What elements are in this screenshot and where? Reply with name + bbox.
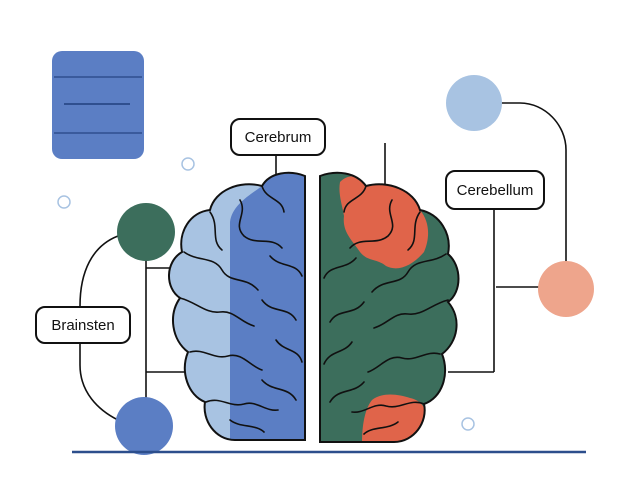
peach-marker-circle xyxy=(538,261,594,317)
decor-ring xyxy=(461,417,475,431)
decor-ring xyxy=(181,157,195,171)
note-card-icon xyxy=(52,51,144,159)
cerebellum-label: Cerebellum xyxy=(445,170,545,210)
brainstem-label: Brainsten xyxy=(35,306,131,344)
cerebellum-marker-circle xyxy=(446,75,502,131)
cerebrum-label-text: Cerebrum xyxy=(244,128,312,146)
decor-ring xyxy=(57,195,71,209)
cerebellum-label-text: Cerebellum xyxy=(456,181,534,199)
blue-marker-circle xyxy=(115,397,173,455)
green-marker-circle xyxy=(117,203,175,261)
cerebrum-label: Cerebrum xyxy=(230,118,326,156)
brainstem-label-text: Brainsten xyxy=(51,316,115,334)
brain-icon xyxy=(168,171,460,444)
